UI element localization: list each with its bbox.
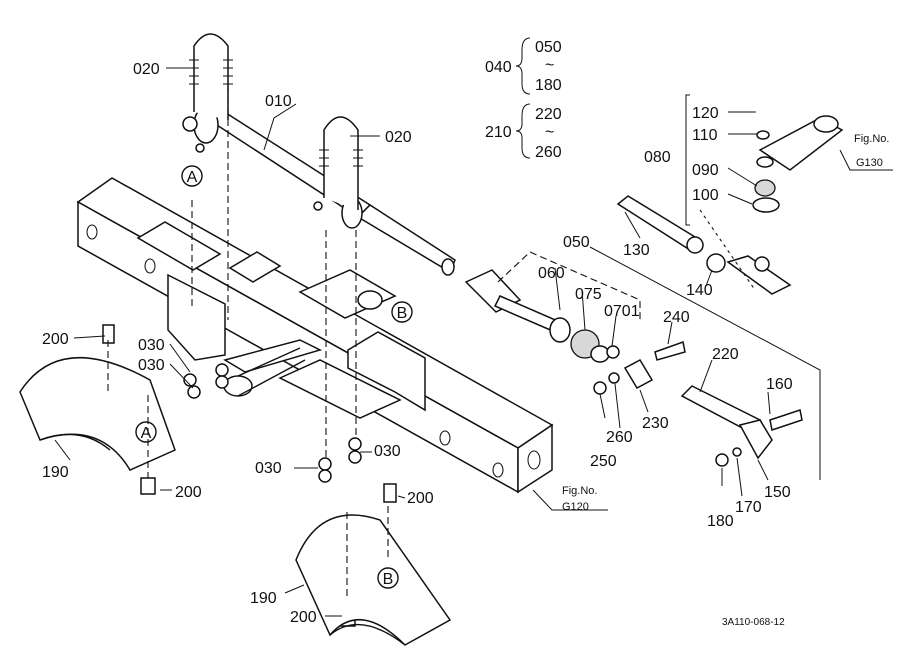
part-label-190: 190: [250, 590, 277, 607]
svg-text:B: B: [397, 305, 408, 322]
part-label-170: 170: [735, 499, 762, 516]
figref-g130-code: G130: [856, 157, 883, 169]
figref-g130-title: Fig.No.: [854, 133, 889, 145]
part-label-030: 030: [255, 460, 282, 477]
guard-cover-bottom: [295, 506, 452, 646]
pitman-arm: [752, 115, 844, 213]
cylinder-rod-end: [464, 251, 686, 395]
part-label-110: 110: [692, 127, 718, 144]
marker-a-top: A: [181, 165, 203, 187]
part-label-120: 120: [692, 105, 719, 122]
figref-g120-title: Fig.No.: [562, 485, 597, 497]
part-label-150: 150: [764, 484, 791, 501]
part-label-210: 210: [485, 124, 512, 141]
part-label-130: 130: [623, 242, 650, 259]
part-label-050: 050: [563, 234, 590, 251]
svg-text:B: B: [383, 571, 394, 588]
brace-210: [515, 103, 531, 159]
range-tilde: ~: [545, 124, 554, 141]
part-label-030: 030: [138, 337, 165, 354]
drag-link: [616, 195, 792, 295]
part-label-160: 160: [766, 376, 793, 393]
brace-040: [515, 37, 531, 95]
part-label-040-from: 050: [535, 39, 562, 56]
part-label-075: 075: [575, 286, 602, 303]
tie-rod: [680, 385, 803, 467]
part-label-240: 240: [663, 309, 690, 326]
part-label-180: 180: [707, 513, 734, 530]
part-label-230: 230: [642, 415, 669, 432]
part-label-190: 190: [42, 464, 69, 481]
group-boundary: [589, 246, 821, 480]
part-label-210-to: 260: [535, 144, 562, 161]
group-bracket-080: [685, 94, 690, 226]
part-label-200: 200: [407, 490, 434, 507]
part-label-210-from: 220: [535, 106, 562, 123]
part-label-030: 030: [374, 443, 401, 460]
part-label-040-to: 180: [535, 77, 562, 94]
part-label-060: 060: [538, 265, 565, 282]
part-label-020: 020: [133, 61, 160, 78]
part-label-260: 260: [606, 429, 633, 446]
part-label-200: 200: [42, 331, 69, 348]
marker-b-cover: B: [377, 567, 399, 589]
part-label-0701: 0701: [604, 303, 640, 320]
part-label-200: 200: [175, 484, 202, 501]
part-label-200: 200: [290, 609, 317, 626]
front-axle-frame: [76, 177, 554, 494]
part-label-080: 080: [644, 149, 671, 166]
drawing-code: 3A110-068-12: [722, 617, 785, 628]
part-label-030: 030: [138, 357, 165, 374]
part-label-220: 220: [712, 346, 739, 363]
figref-g120-code: G120: [562, 501, 589, 513]
marker-b-frame: B: [391, 301, 413, 323]
marker-a-cover: A: [135, 421, 157, 443]
svg-text:A: A: [141, 425, 152, 442]
part-label-010: 010: [265, 93, 292, 110]
part-label-040: 040: [485, 59, 512, 76]
svg-text:A: A: [187, 169, 198, 186]
part-label-100: 100: [692, 187, 719, 204]
part-label-140: 140: [686, 282, 713, 299]
range-tilde: ~: [545, 57, 554, 74]
u-bolt-middle: [319, 116, 363, 210]
part-label-020: 020: [385, 129, 412, 146]
leader-lines: [54, 67, 893, 617]
guard-cover-left: [19, 340, 176, 478]
u-bolt-upper: [189, 33, 233, 120]
part-label-250: 250: [590, 453, 617, 470]
part-label-090: 090: [692, 162, 719, 179]
